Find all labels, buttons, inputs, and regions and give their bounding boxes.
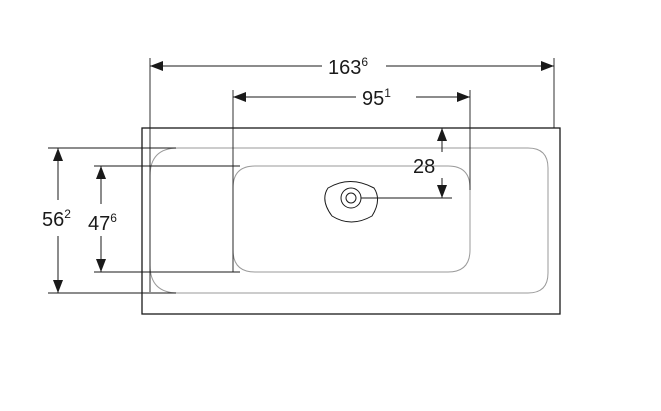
arrow-down-inner-depth: [96, 259, 106, 272]
arrow-up-total-depth: [53, 148, 63, 161]
basin-width-label: 951: [362, 86, 391, 110]
arrow-down-total-depth: [53, 280, 63, 293]
arrow-right-basin-width: [457, 92, 470, 102]
arrow-up-tap-offset: [437, 128, 447, 141]
arrow-up-inner-depth: [96, 166, 106, 179]
basin-bowl: [232, 165, 471, 273]
countertop-contour: [149, 147, 549, 294]
tap-offset-label: 28: [413, 156, 435, 178]
arrow-left-basin-width: [233, 92, 246, 102]
tap-hole-surround: [324, 181, 378, 223]
arrow-right-total-width: [541, 61, 554, 71]
total-depth-label: 562: [42, 207, 71, 231]
arrow-down-tap-offset: [437, 185, 447, 198]
washbasin-outline: [141, 127, 561, 315]
arrow-left-total-width: [150, 61, 163, 71]
inner-depth-label: 476: [88, 211, 117, 235]
total-width-label: 1636: [328, 55, 368, 79]
tap-hole-inner: [345, 192, 357, 204]
tap-hole-outer: [340, 187, 362, 209]
